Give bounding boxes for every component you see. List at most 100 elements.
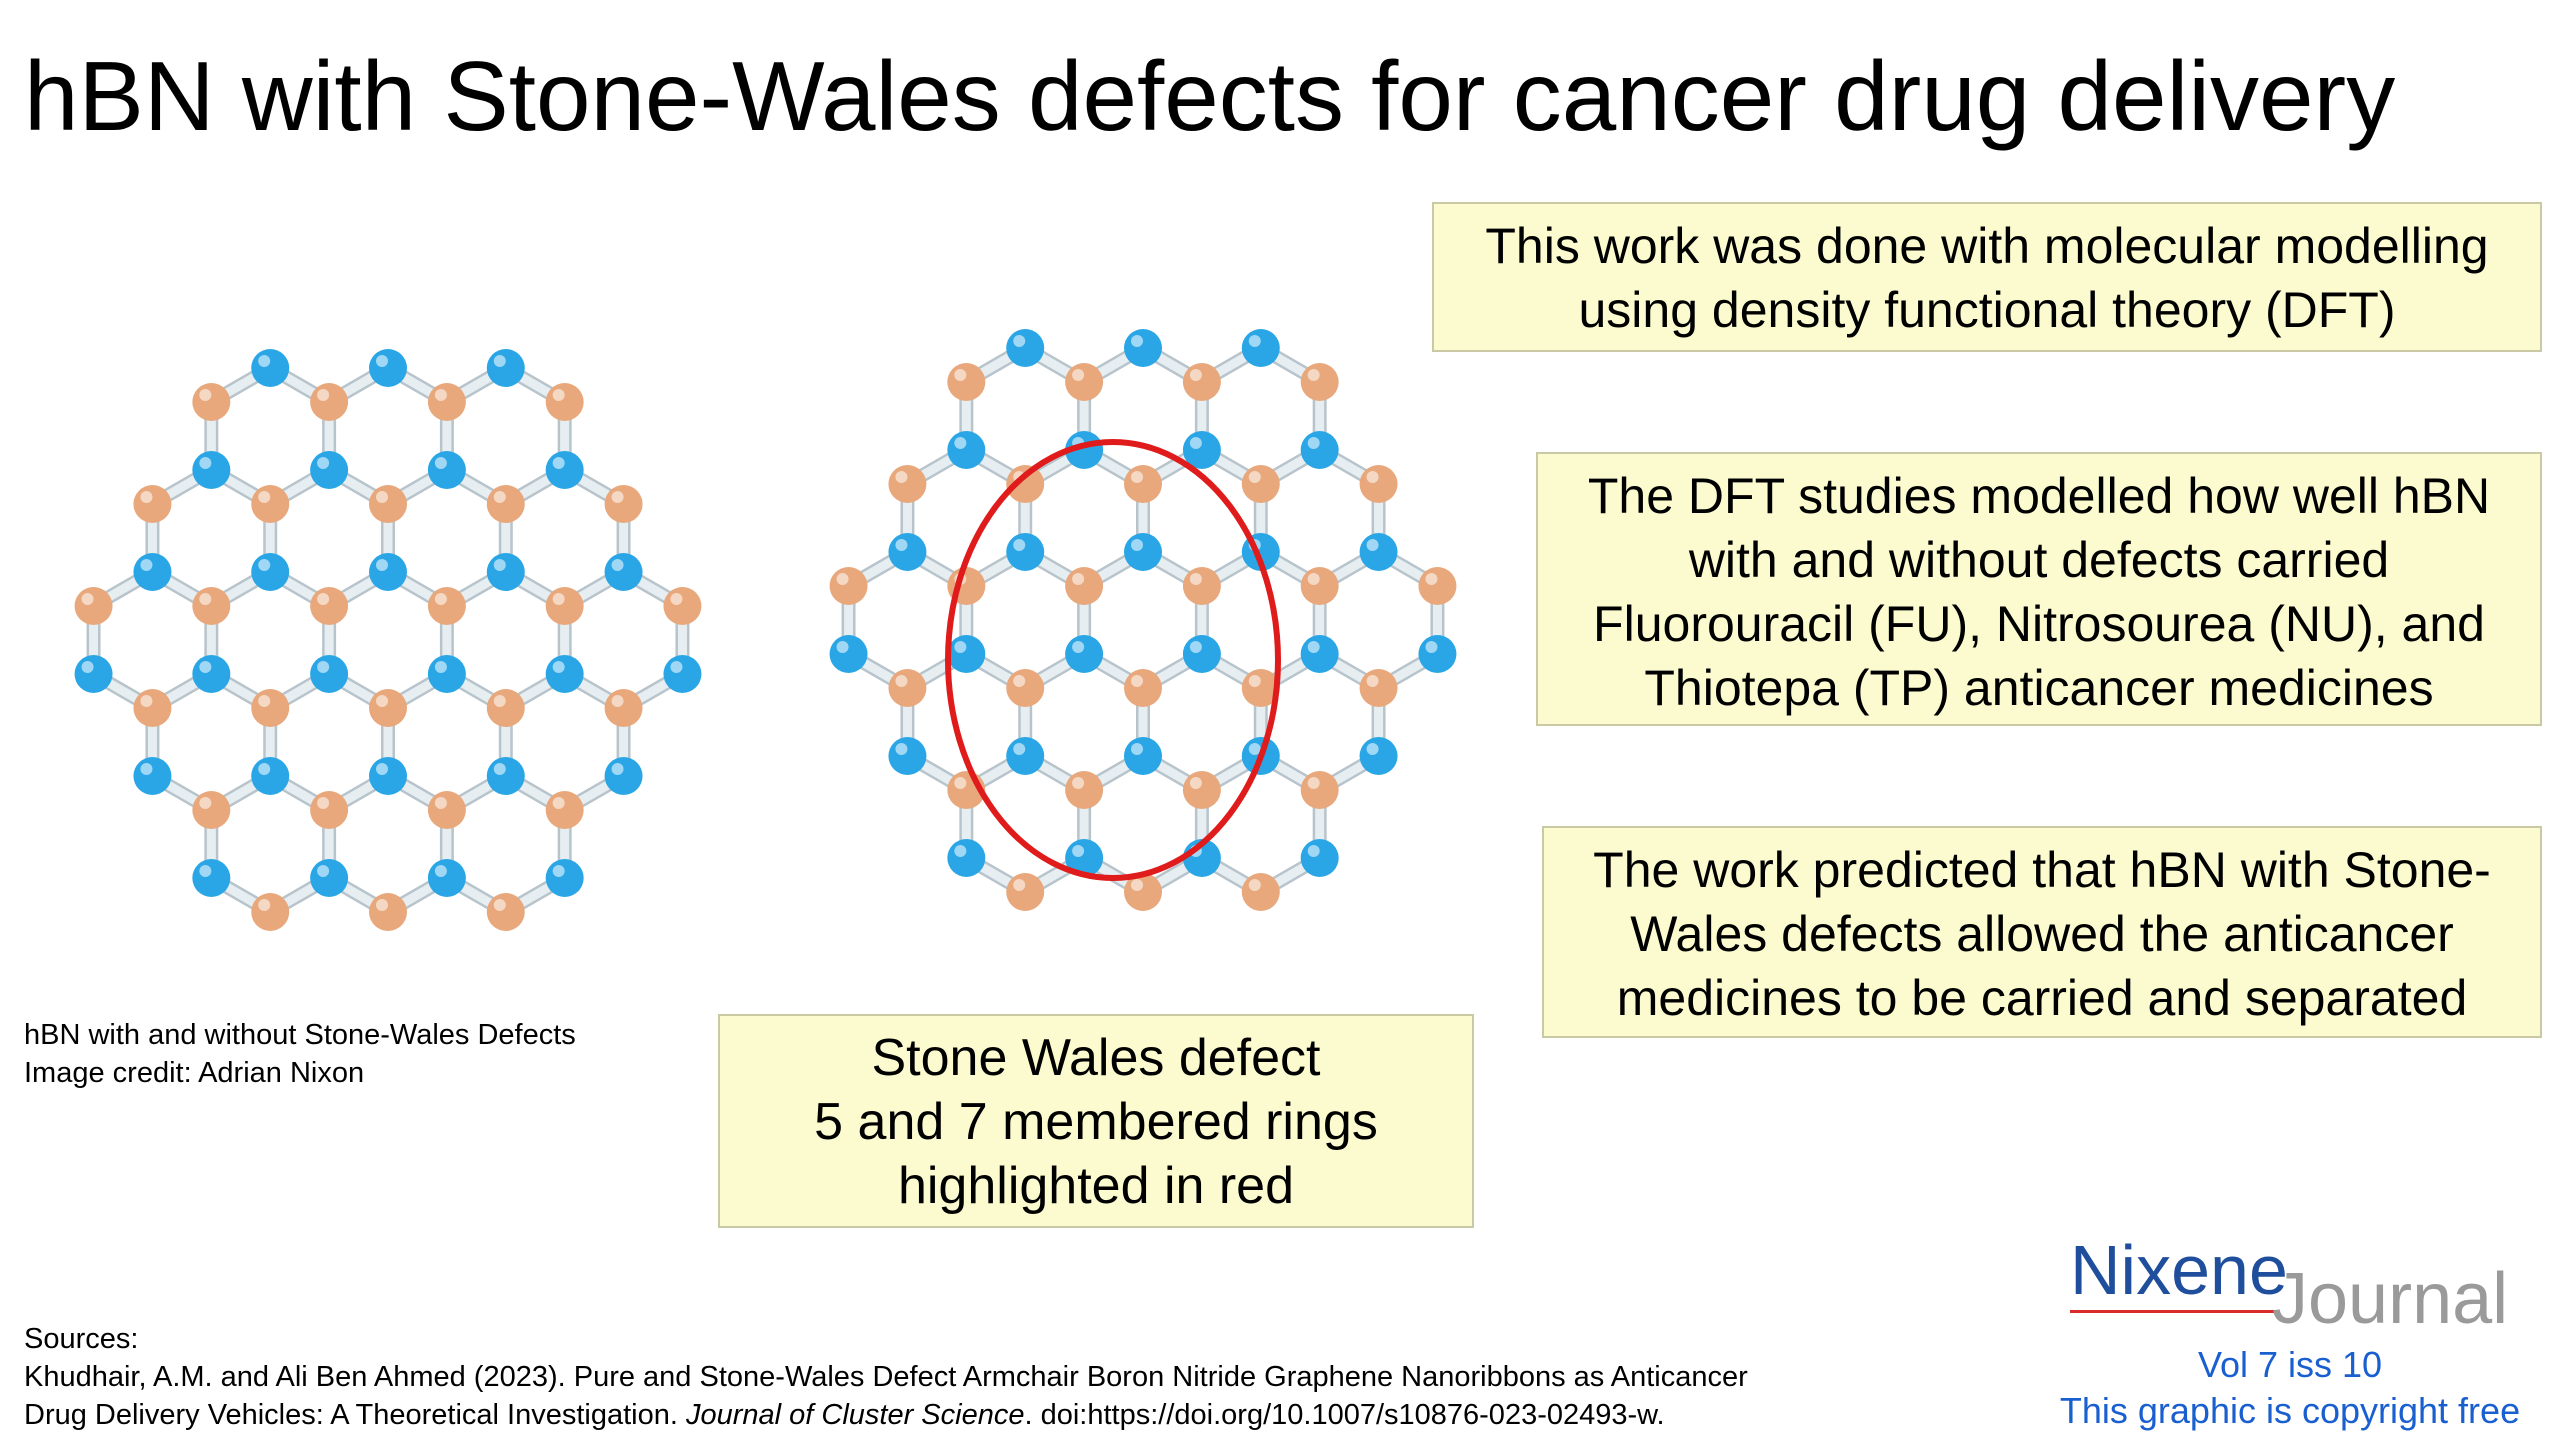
prediction-line-3: medicines to be carried and separated bbox=[1616, 970, 2468, 1026]
atom-shine bbox=[670, 593, 683, 605]
nitrogen-atom bbox=[1359, 737, 1398, 775]
boron-atom bbox=[545, 383, 584, 421]
nitrogen-atom bbox=[1418, 635, 1457, 673]
atom-shine bbox=[1307, 641, 1320, 653]
boron-atom bbox=[1418, 567, 1457, 605]
nitrogen-atom bbox=[192, 655, 231, 693]
study-line-1: The DFT studies modelled how well hBN bbox=[1587, 468, 2491, 524]
nitrogen-atom bbox=[486, 757, 525, 795]
atom-shine bbox=[1307, 369, 1320, 381]
hbn-pristine-image bbox=[38, 270, 738, 990]
boron-atom bbox=[1006, 873, 1045, 911]
nitrogen-atom bbox=[545, 859, 584, 897]
atom-shine bbox=[317, 593, 330, 605]
bond-layer bbox=[86, 361, 690, 919]
boron-atom bbox=[427, 587, 466, 625]
nitrogen-atom bbox=[251, 757, 290, 795]
atom-shine bbox=[376, 491, 388, 503]
atom-shine bbox=[1248, 675, 1261, 687]
nitrogen-atom bbox=[1124, 533, 1162, 571]
atom-shine bbox=[376, 899, 388, 911]
study-line-4: Thiotepa (TP) anticancer medicines bbox=[1644, 660, 2434, 716]
nitrogen-atom bbox=[947, 839, 986, 877]
nitrogen-atom bbox=[1006, 329, 1045, 367]
atom-shine bbox=[954, 845, 967, 857]
sources-line-2-post: . doi:https://doi.org/10.1007/s10876-023… bbox=[1024, 1399, 1665, 1431]
nitrogen-atom bbox=[251, 349, 290, 387]
nitrogen-atom bbox=[192, 859, 231, 897]
atom-shine bbox=[611, 695, 624, 707]
boron-atom bbox=[1182, 363, 1221, 401]
nitrogen-atom bbox=[1065, 635, 1104, 673]
atom-shine bbox=[376, 355, 388, 367]
atom-shine bbox=[1131, 743, 1143, 755]
nitrogen-atom bbox=[604, 757, 643, 795]
atom-layer bbox=[74, 349, 702, 931]
atom-shine bbox=[434, 661, 447, 673]
atom-shine bbox=[1366, 471, 1379, 483]
atom-shine bbox=[1072, 573, 1085, 585]
boron-atom bbox=[427, 383, 466, 421]
logo-suffix: Journal bbox=[2272, 1259, 2509, 1339]
nitrogen-atom bbox=[427, 451, 466, 489]
stone-wales-line-2: 5 and 7 membered rings bbox=[814, 1093, 1378, 1151]
atom-shine bbox=[552, 457, 565, 469]
caption-line-2: Image credit: Adrian Nixon bbox=[24, 1057, 365, 1089]
atom-shine bbox=[552, 797, 565, 809]
sources-line-1: Khudhair, A.M. and Ali Ben Ahmed (2023).… bbox=[24, 1361, 1748, 1393]
atom-shine bbox=[493, 899, 506, 911]
atom-shine bbox=[1131, 879, 1143, 891]
prediction-box: The work predicted that hBN with Stone- … bbox=[1542, 826, 2542, 1038]
boron-atom bbox=[545, 791, 584, 829]
nitrogen-atom bbox=[829, 635, 868, 673]
boron-atom bbox=[369, 893, 407, 931]
stone-wales-box: Stone Wales defect 5 and 7 membered ring… bbox=[718, 1014, 1474, 1228]
boron-atom bbox=[486, 689, 525, 727]
atom-shine bbox=[1425, 641, 1438, 653]
atom-shine bbox=[199, 797, 212, 809]
atom-shine bbox=[1248, 471, 1261, 483]
atom-shine bbox=[434, 389, 447, 401]
boron-atom bbox=[604, 485, 643, 523]
boron-atom bbox=[251, 689, 290, 727]
issue-info: Vol 7 iss 10 This graphic is copyright f… bbox=[2040, 1342, 2540, 1434]
nitrogen-atom bbox=[947, 431, 986, 469]
atom-shine bbox=[258, 491, 271, 503]
nitrogen-atom bbox=[1006, 737, 1045, 775]
atom-layer bbox=[829, 329, 1457, 911]
boron-atom bbox=[369, 485, 407, 523]
atom-shine bbox=[895, 471, 908, 483]
atom-shine bbox=[199, 593, 212, 605]
atom-shine bbox=[1072, 845, 1085, 857]
atom-shine bbox=[1072, 369, 1085, 381]
atom-shine bbox=[376, 695, 388, 707]
boron-atom bbox=[1065, 567, 1104, 605]
boron-atom bbox=[251, 485, 290, 523]
atom-shine bbox=[1013, 743, 1026, 755]
atom-shine bbox=[493, 695, 506, 707]
nitrogen-atom bbox=[133, 553, 172, 591]
atom-shine bbox=[81, 661, 94, 673]
atom-shine bbox=[1425, 573, 1438, 585]
boron-atom bbox=[310, 383, 349, 421]
nitrogen-atom bbox=[133, 757, 172, 795]
nitrogen-atom bbox=[310, 859, 349, 897]
boron-atom bbox=[1182, 771, 1221, 809]
boron-atom bbox=[1124, 465, 1162, 503]
atom-shine bbox=[552, 661, 565, 673]
atom-shine bbox=[836, 573, 849, 585]
atom-shine bbox=[199, 661, 212, 673]
stone-wales-line-1: Stone Wales defect bbox=[871, 1029, 1321, 1087]
nitrogen-atom bbox=[74, 655, 113, 693]
dft-study-box: The DFT studies modelled how well hBN wi… bbox=[1536, 452, 2542, 726]
atom-shine bbox=[140, 559, 153, 571]
logo-underline bbox=[2070, 1310, 2278, 1313]
atom-shine bbox=[1131, 675, 1143, 687]
boron-atom bbox=[947, 363, 986, 401]
atom-shine bbox=[611, 491, 624, 503]
boron-atom bbox=[1300, 771, 1339, 809]
atom-shine bbox=[954, 641, 967, 653]
nitrogen-atom bbox=[486, 553, 525, 591]
boron-atom bbox=[1065, 363, 1104, 401]
atom-shine bbox=[1248, 743, 1261, 755]
